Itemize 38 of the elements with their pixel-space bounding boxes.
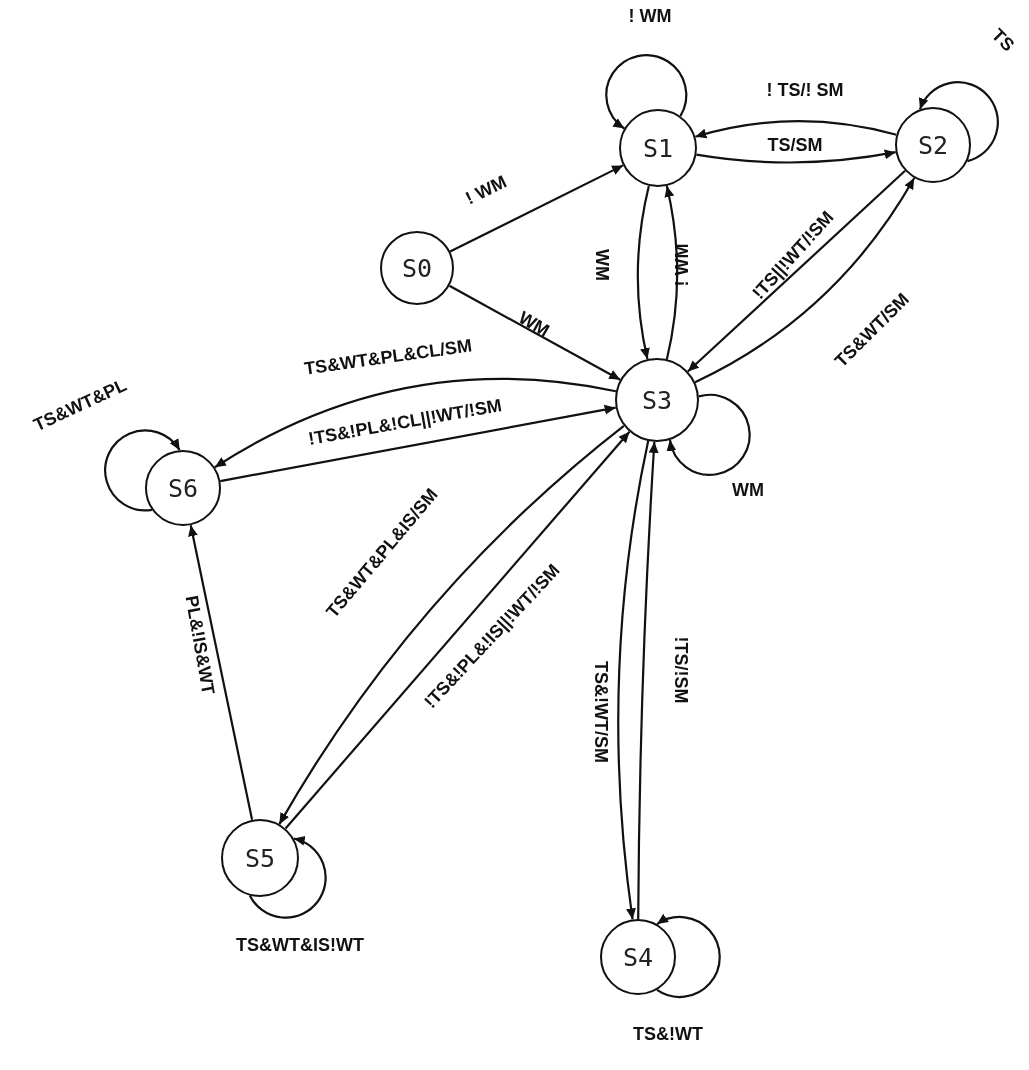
arrow [188,524,254,821]
arrow [214,377,617,469]
state-name: S1 [642,133,674,163]
state-name: S4 [622,942,654,972]
arrow [656,914,721,999]
edge-label: ! WM [628,7,672,25]
edge-label: ! WM [462,172,510,208]
arrow [449,164,624,253]
arrow [637,441,659,919]
edge-label: WM [515,308,553,340]
state-name: S5 [244,843,276,873]
state-name: S2 [917,130,949,160]
arrow [448,284,621,381]
edge-label: WM [732,481,764,499]
arrow [104,429,181,512]
edge-label: WM [593,249,611,281]
state-circle [615,358,699,442]
arrow [220,404,616,483]
state-name: S3 [641,385,673,415]
arrow [667,393,751,476]
edge-label: TS&WT&IS!WT [236,936,364,954]
edge-label: TS/SM [767,136,823,154]
edge-label: TS&!WT [633,1025,703,1043]
edge-label: TS&!WT/SM [592,661,610,763]
arrow [664,185,679,360]
state-name: S0 [401,253,433,283]
arrow [248,836,327,919]
arrow [919,81,999,163]
edge-label: TS [988,25,1018,55]
arrow [605,54,688,130]
edge-label: ! TS/! SM [766,81,844,99]
arrow [617,440,650,920]
arrow [636,185,650,360]
edge-label: PL&!IS&WT [182,594,218,696]
arrow [696,149,896,164]
edge-label: !TS/!SM [672,636,690,704]
state-name: S6 [167,473,199,503]
arrow [695,120,897,139]
